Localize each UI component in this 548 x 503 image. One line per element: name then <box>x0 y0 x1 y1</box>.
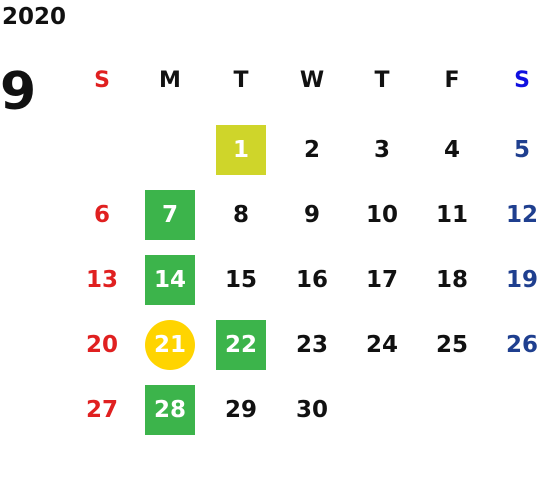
day-cell-23[interactable]: 23 <box>295 332 328 358</box>
day-cell-26[interactable]: 26 <box>505 332 538 358</box>
day-cell-24[interactable]: 24 <box>365 332 398 358</box>
day-cell-29[interactable]: 29 <box>224 397 257 423</box>
weekday-header-wed: W <box>299 67 325 93</box>
month-number: 9 <box>0 62 37 122</box>
year-label: 2020 <box>2 4 67 30</box>
day-cell-2[interactable]: 2 <box>303 137 320 163</box>
day-cell-17[interactable]: 17 <box>365 267 398 293</box>
weekday-header-sat: S <box>514 67 530 93</box>
weekday-header-tue: T <box>233 67 249 93</box>
weekday-header-mon: M <box>159 67 181 93</box>
day-cell-8[interactable]: 8 <box>232 202 249 228</box>
day-cell-7[interactable]: 7 <box>145 190 195 240</box>
day-cell-21[interactable]: 21 <box>145 320 195 370</box>
day-cell-16[interactable]: 16 <box>295 267 328 293</box>
day-cell-9[interactable]: 9 <box>303 202 320 228</box>
day-cell-18[interactable]: 18 <box>435 267 468 293</box>
day-cell-27[interactable]: 27 <box>85 397 118 423</box>
day-cell-14[interactable]: 14 <box>145 255 195 305</box>
day-cell-19[interactable]: 19 <box>505 267 538 293</box>
day-cell-30[interactable]: 30 <box>295 397 328 423</box>
day-cell-10[interactable]: 10 <box>365 202 398 228</box>
day-cell-5[interactable]: 5 <box>513 137 530 163</box>
weekday-header-thu: T <box>374 67 390 93</box>
day-cell-15[interactable]: 15 <box>224 267 257 293</box>
day-cell-4[interactable]: 4 <box>443 137 460 163</box>
weekday-header-fri: F <box>444 67 460 93</box>
day-cell-25[interactable]: 25 <box>435 332 468 358</box>
day-cell-12[interactable]: 12 <box>505 202 538 228</box>
day-cell-11[interactable]: 11 <box>435 202 468 228</box>
day-cell-13[interactable]: 13 <box>85 267 118 293</box>
day-cell-28[interactable]: 28 <box>145 385 195 435</box>
day-cell-6[interactable]: 6 <box>93 202 110 228</box>
weekday-header-sun: S <box>94 67 110 93</box>
day-cell-1[interactable]: 1 <box>216 125 266 175</box>
day-cell-20[interactable]: 20 <box>85 332 118 358</box>
day-cell-3[interactable]: 3 <box>373 137 390 163</box>
day-cell-22[interactable]: 22 <box>216 320 266 370</box>
